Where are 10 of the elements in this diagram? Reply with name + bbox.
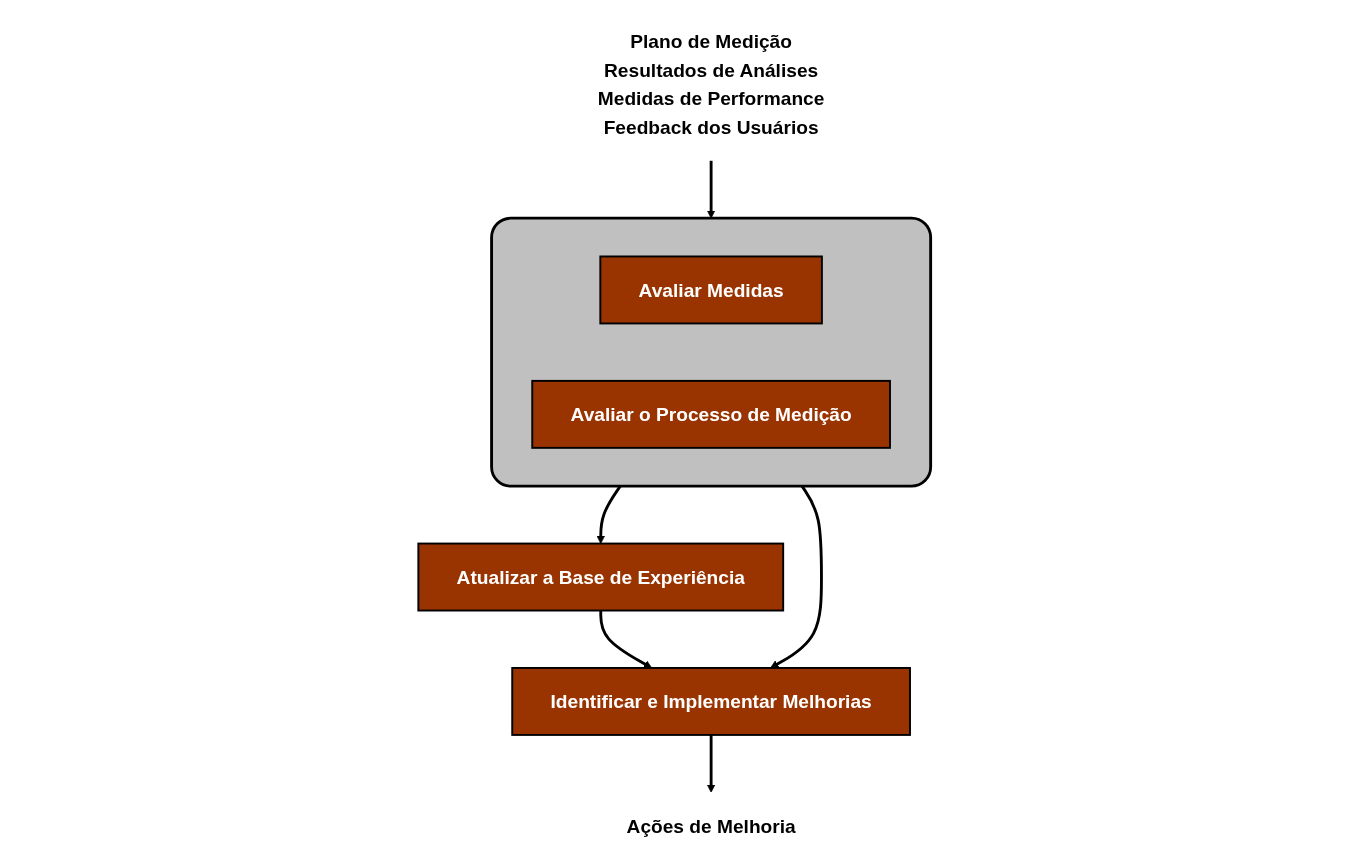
node-text: Ações de Melhoria xyxy=(626,815,796,837)
arrow xyxy=(599,610,653,669)
arrow xyxy=(706,160,716,219)
cluster xyxy=(490,216,933,488)
node-box: Identificar e Implementar Melhorias xyxy=(511,667,911,736)
node-box: Atualizar a Base de Experiência xyxy=(417,542,785,612)
arrow xyxy=(706,734,716,793)
node-box: Avaliar o Processo de Medição xyxy=(531,379,891,449)
node-box: Avaliar Medidas xyxy=(599,255,823,325)
node-text: Plano de Medição Resultados de Análises Medidas de Performance Feedback dos Usuários xyxy=(597,30,825,138)
